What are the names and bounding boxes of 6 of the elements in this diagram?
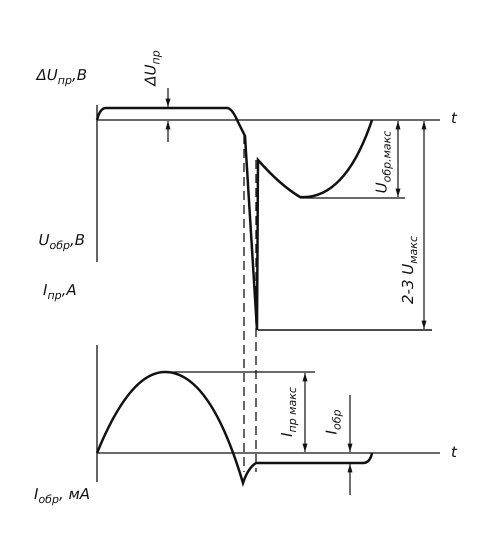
axis-label: t xyxy=(451,110,457,126)
axis-label: I$_{пр}$,А xyxy=(43,283,77,301)
axis-label: t xyxy=(451,444,457,460)
axis-label: ΔU$_{пр}$,В xyxy=(36,68,87,86)
axis-label: U$_{обр}$,В xyxy=(38,233,86,251)
axis-label: I$_{обр}$, мА xyxy=(34,487,90,505)
